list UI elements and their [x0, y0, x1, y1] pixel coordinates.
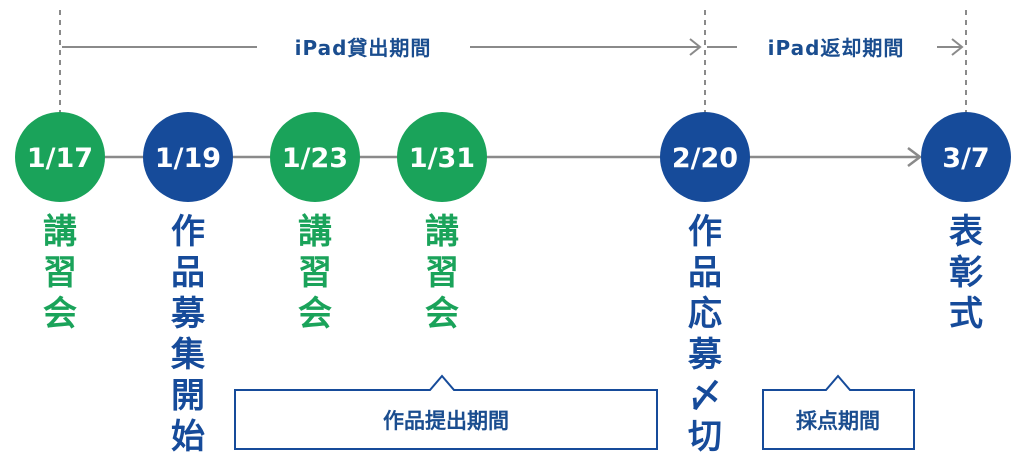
node-circle: [15, 112, 105, 202]
event-char: 講: [425, 212, 459, 252]
event-char: 会: [425, 294, 459, 334]
event-char: 習: [43, 253, 77, 293]
timeline-node-5: 2/20: [660, 112, 750, 202]
node-circle: [270, 112, 360, 202]
submission-period-label: 作品提出期間: [383, 409, 509, 433]
event-char: 応: [688, 294, 722, 334]
event-char: 品: [171, 253, 205, 293]
event-label-3: 講 習 会: [291, 212, 339, 335]
event-char: 募: [688, 335, 722, 375]
event-char: 作: [171, 212, 205, 252]
node-circle: [921, 112, 1011, 202]
event-char: 式: [949, 294, 983, 334]
event-char: 会: [298, 294, 332, 334]
timeline-arrowhead: [907, 147, 923, 167]
event-char: 表: [949, 212, 983, 252]
return-period-arrowhead: [951, 38, 964, 56]
event-char: 講: [43, 212, 77, 252]
node-date: 2/20: [672, 143, 738, 174]
event-char: 始: [171, 417, 205, 457]
event-char: 作: [688, 212, 722, 252]
node-circle: [397, 112, 487, 202]
grading-period-label: 採点期間: [796, 409, 880, 433]
event-char: 習: [425, 253, 459, 293]
timeline-node-6: 3/7: [921, 112, 1011, 202]
timeline-node-4: 1/31: [397, 112, 487, 202]
loan-period-arrowhead: [689, 38, 702, 56]
event-char: 彰: [949, 253, 983, 293]
timeline-node-3: 1/23: [270, 112, 360, 202]
event-char: 会: [43, 294, 77, 334]
node-date: 1/19: [155, 143, 221, 174]
node-circle: [143, 112, 233, 202]
event-char: 切: [688, 417, 722, 457]
node-date: 1/17: [27, 143, 93, 174]
node-date: 1/23: [282, 143, 348, 174]
event-char: 〆: [688, 376, 722, 416]
event-char: 講: [298, 212, 332, 252]
event-label-4: 講 習 会: [418, 212, 466, 335]
timeline-node-1: 1/17: [15, 112, 105, 202]
event-label-2: 作 品 募 集 開 始: [164, 212, 212, 458]
event-label-1: 講 習 会: [36, 212, 84, 335]
event-char: 募: [171, 294, 205, 334]
event-label-6: 表 彰 式: [942, 212, 990, 335]
event-label-5: 作 品 応 募 〆 切: [681, 212, 729, 458]
node-circle: [660, 112, 750, 202]
submission-period-box: [234, 374, 658, 450]
grading-period-box: [762, 374, 915, 450]
loan-period-label: iPad貸出期間: [295, 36, 432, 60]
event-char: 品: [688, 253, 722, 293]
return-period-label: iPad返却期間: [768, 36, 905, 60]
node-date: 1/31: [409, 143, 475, 174]
event-char: 開: [171, 376, 205, 416]
event-char: 習: [298, 253, 332, 293]
event-char: 集: [171, 335, 205, 375]
timeline-node-2: 1/19: [143, 112, 233, 202]
node-date: 3/7: [942, 143, 989, 174]
